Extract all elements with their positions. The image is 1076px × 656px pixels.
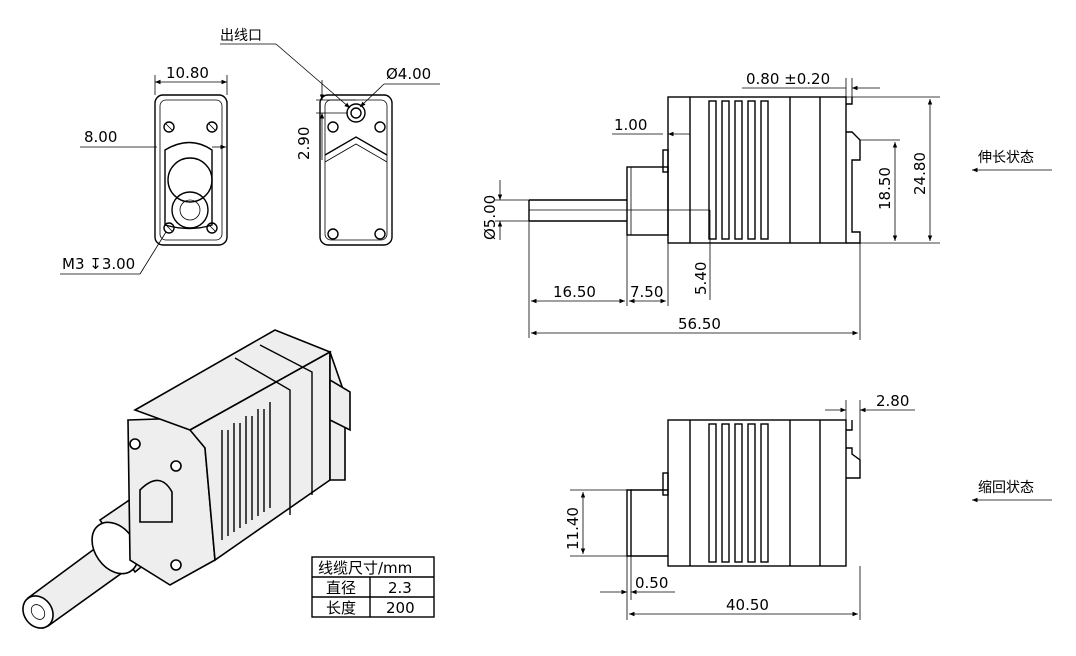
flange-dim: 1.00 [614, 116, 647, 134]
thread-callout: M3 ↧3.00 [62, 255, 135, 273]
isometric-view [22, 329, 351, 629]
table-header: 线缆尺寸/mm [318, 559, 412, 577]
front-width-dim: 10.80 [166, 64, 209, 82]
height-dim: 24.80 [911, 152, 929, 195]
table-row-value: 200 [386, 599, 415, 617]
retracted-offset-dim: 0.50 [635, 574, 668, 592]
table-row-label: 直径 [326, 579, 356, 597]
front-view: 10.80 8.00 M3 ↧3.00 [60, 64, 228, 275]
flat-dim: 5.40 [692, 262, 710, 295]
cable-spec-table: 线缆尺寸/mm 直径 2.3 长度 200 [311, 556, 435, 618]
retracted-top-dim: 2.80 [876, 392, 909, 410]
hole-dia-dim: Ø4.00 [386, 65, 431, 83]
end-view: 出线口 Ø4.00 2.90 [220, 28, 440, 246]
retracted-height-dim: 11.40 [564, 507, 582, 550]
retracted-total-dim: 40.50 [726, 596, 769, 614]
total-len-dim: 56.50 [678, 315, 721, 333]
shaft-dia-dim: Ø5.00 [481, 195, 499, 240]
cable-exit-label: 出线口 [220, 28, 262, 44]
retracted-state-label: 缩回状态 [978, 480, 1034, 496]
neck-len-dim: 7.50 [630, 283, 663, 301]
front-offset-dim: 8.00 [84, 128, 117, 146]
extended-state-label: 伸长状态 [978, 150, 1034, 166]
inner-height-dim: 18.50 [876, 167, 894, 210]
table-row-label: 长度 [326, 599, 356, 617]
hole-offset-dim: 2.90 [295, 127, 313, 160]
retracted-view: 2.80 11.40 0.50 40.50 缩回状态 [564, 392, 1052, 620]
extended-view: 0.80 ±0.20 1.00 24.80 18.50 Ø5.00 5.40 1… [481, 70, 1052, 340]
shaft-len-dim: 16.50 [553, 283, 596, 301]
table-row-value: 2.3 [388, 579, 412, 597]
gap-dim: 0.80 ±0.20 [746, 70, 830, 88]
